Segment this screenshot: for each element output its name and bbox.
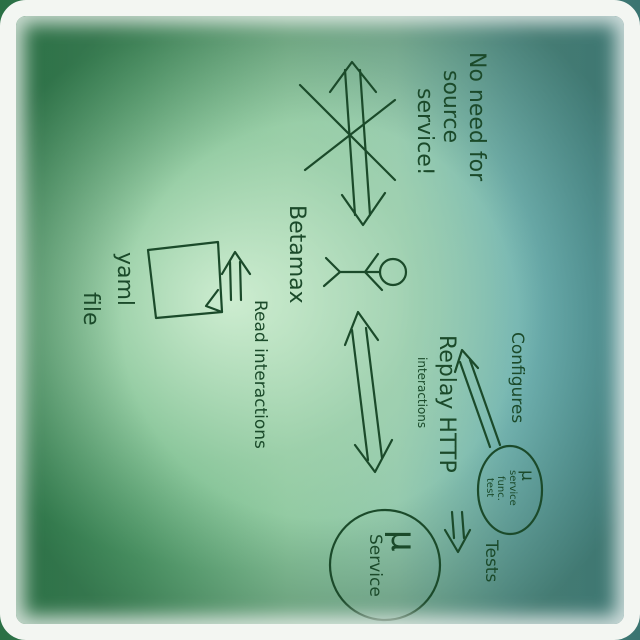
configures-text: Configures: [507, 332, 527, 423]
replay-arrow-head-top: [343, 310, 380, 347]
functest-text-3: test: [484, 478, 495, 497]
tests-label: Tests: [481, 539, 501, 582]
service-mu: μ: [383, 530, 423, 552]
yaml-text-1: yaml: [112, 252, 137, 306]
read-arrow: [220, 250, 252, 302]
betamax-label: Betamax: [284, 205, 309, 304]
double-arrow-head-top: [328, 60, 378, 94]
read-arrow-line-b: [238, 260, 243, 302]
replay-text-2: interactions: [415, 357, 429, 428]
stick-figure-legs: [322, 256, 342, 288]
configures-arrow-line-b: [458, 360, 492, 449]
service-circle: [328, 508, 442, 622]
no-source-note: No need for source service!: [412, 52, 489, 182]
replay-text-1: Replay HTTP: [434, 335, 459, 473]
replay-arrow-line-a: [350, 328, 370, 462]
no-source-text-1: No need for: [464, 52, 489, 182]
service-node: μ Service: [328, 508, 442, 622]
replay-label: Replay HTTP interactions: [415, 335, 459, 473]
configures-arrow-line-a: [468, 358, 502, 447]
replay-arrow-line-b: [364, 326, 384, 460]
stick-figure-head: [378, 257, 408, 287]
configures-arrow-head: [453, 348, 480, 374]
service-text: Service: [365, 534, 385, 597]
double-arrow-line-a: [343, 68, 357, 217]
tests-arrow-head: [443, 528, 472, 554]
replay-arrow-head-bottom: [353, 438, 394, 474]
tests-arrow-line-a: [450, 510, 456, 540]
yaml-file-node: yaml file: [78, 240, 224, 326]
no-source-text-2: source: [438, 70, 463, 143]
tests-text: Tests: [481, 539, 501, 582]
configures-arrow: [453, 348, 502, 449]
read-label: Read interactions: [250, 300, 270, 449]
yaml-file-fold: [204, 288, 224, 314]
cross-stroke-2: [303, 98, 397, 172]
functest-node: μ service func. test: [476, 444, 544, 536]
stick-figure-arms: [363, 252, 384, 292]
read-arrow-head: [220, 250, 252, 276]
replay-double-arrow: [343, 310, 394, 474]
functest-circle: [476, 444, 544, 536]
cross-stroke-1: [298, 83, 397, 182]
no-source-text-3: service!: [412, 88, 437, 176]
configures-label: Configures: [507, 332, 527, 423]
double-arrow-head-bottom: [340, 191, 387, 227]
double-arrow-line-b: [358, 68, 372, 217]
betamax-text: Betamax: [284, 205, 309, 304]
yaml-file-box: [146, 240, 224, 320]
tests-arrow-line-b: [460, 510, 466, 540]
yaml-text-2: file: [78, 292, 103, 326]
read-arrow-line-a: [228, 260, 233, 302]
functest-text-1: service: [507, 470, 518, 506]
crossed-out-source-arrow: [298, 60, 397, 227]
tests-arrow: [443, 510, 472, 554]
functest-text-2: func.: [495, 476, 506, 501]
read-text: Read interactions: [250, 300, 270, 449]
stick-figure: [322, 252, 408, 292]
functest-mu: μ: [517, 470, 537, 481]
